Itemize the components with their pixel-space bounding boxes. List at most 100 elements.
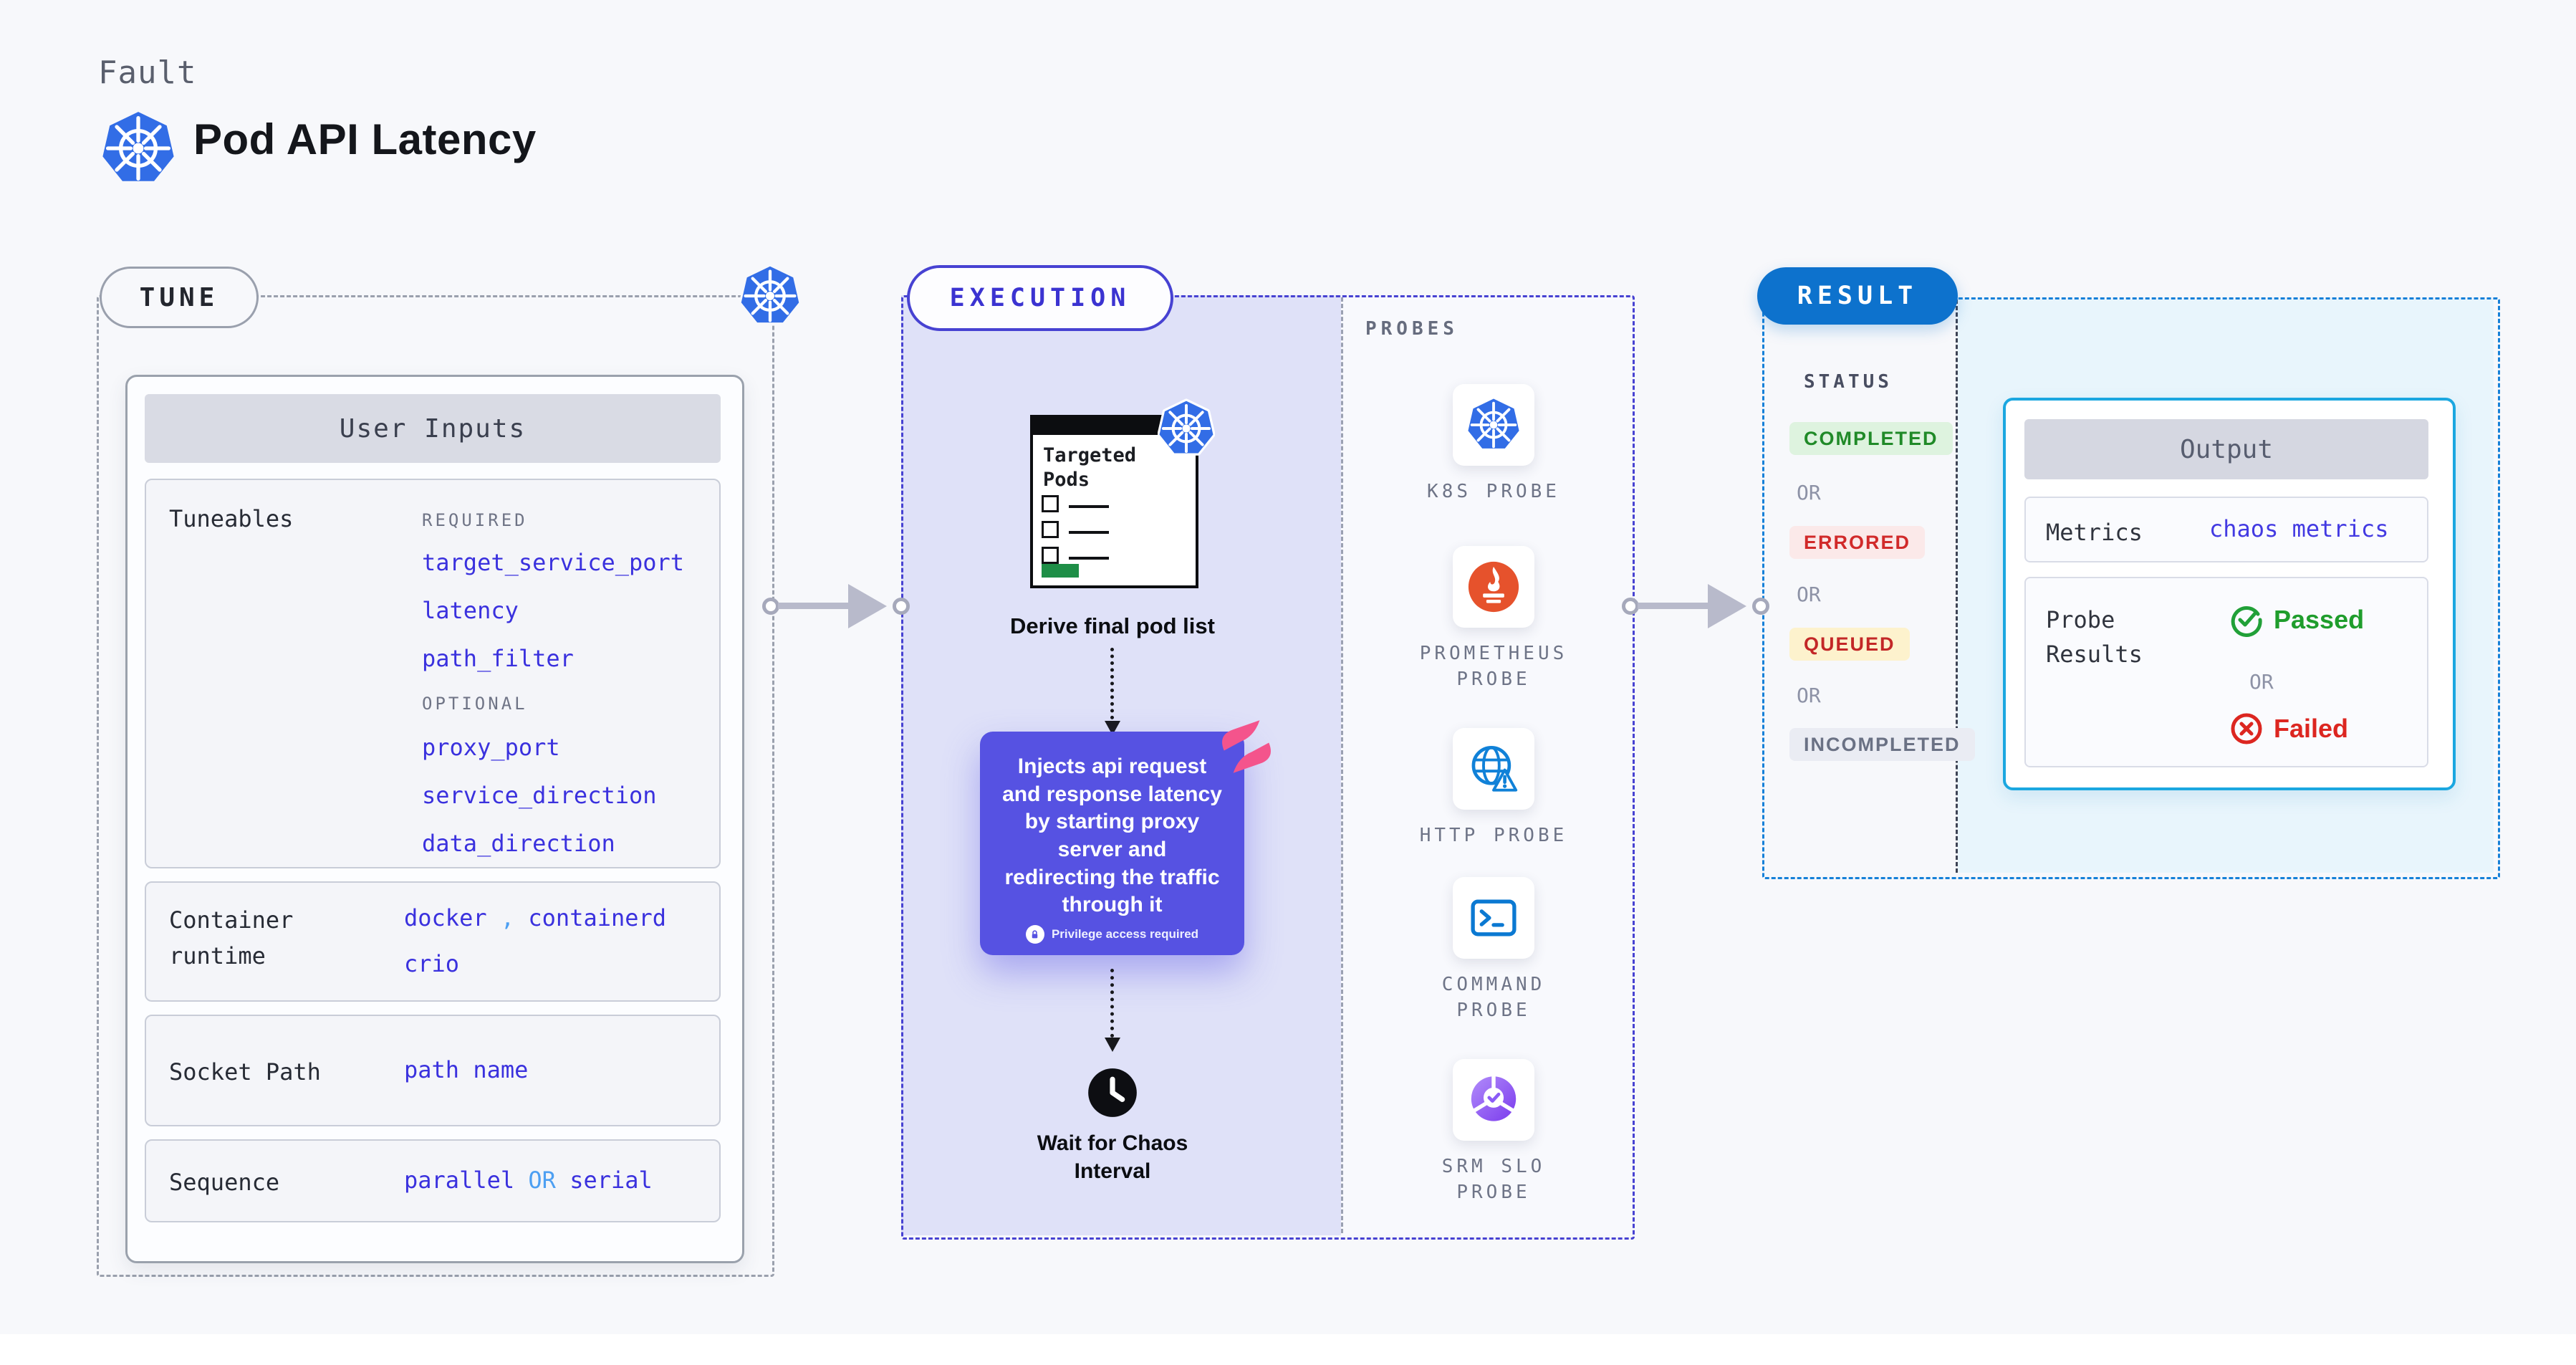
execution-section-label: EXECUTION — [907, 265, 1173, 331]
sequence-or: OR — [528, 1167, 556, 1194]
probes-title: PROBES — [1365, 318, 1458, 340]
passed-result: Passed — [2229, 603, 2364, 637]
wait-chaos-interval-label: Wait for Chaos Interval — [1037, 1131, 1188, 1183]
checkbox-icon — [1042, 547, 1059, 564]
inject-latency-box: Injects api request and response latency… — [980, 732, 1244, 955]
probe-label-srm-slo: SRM SLO PROBE — [1441, 1156, 1546, 1204]
progress-bar — [1042, 564, 1079, 578]
list-line — [1069, 505, 1109, 508]
runtime-docker: docker — [404, 904, 487, 931]
tune-section-label: TUNE — [100, 267, 259, 328]
slo-donut-icon — [1471, 1075, 1517, 1121]
tuneables-label: Tuneables — [169, 505, 294, 532]
checkbox-icon — [1042, 495, 1059, 512]
status-title: STATUS — [1804, 371, 1893, 393]
arrow-head — [1708, 584, 1746, 628]
execution-to-result-arrow — [1622, 584, 1769, 628]
or-label: OR — [1797, 583, 1821, 606]
tune-to-execution-arrow — [762, 584, 910, 628]
probe-card-k8s — [1453, 384, 1534, 466]
privilege-note-text: Privilege access required — [1051, 927, 1199, 941]
checkbox-row — [1042, 521, 1109, 541]
connector-dot — [893, 598, 910, 615]
tuneables-row: Tuneables REQUIRED target_service_port l… — [145, 479, 721, 868]
user-inputs-card: User Inputs Tuneables REQUIRED target_se… — [125, 375, 744, 1263]
connector-dot — [1752, 598, 1769, 615]
metrics-label: Metrics — [2046, 519, 2143, 546]
optional-label: OPTIONAL — [422, 694, 528, 714]
kubernetes-icon — [1468, 398, 1519, 449]
socket-path-label: Socket Path — [169, 1058, 321, 1086]
http-globe-icon — [1471, 746, 1518, 792]
result-section-label: RESULT — [1757, 267, 1958, 325]
result-divider — [1956, 300, 1958, 873]
probe-card-prometheus — [1453, 546, 1534, 628]
passed-label: Passed — [2274, 605, 2365, 634]
probe-card-srm-slo — [1453, 1059, 1534, 1141]
tuneable-optional-0: proxy_port — [422, 734, 560, 761]
status-badge-incompleted: INCOMPLETED — [1789, 728, 1975, 761]
arrow-line — [778, 603, 848, 609]
container-runtime-values: docker , containerd — [404, 904, 666, 931]
sequence-values: parallel OR serial — [404, 1167, 653, 1194]
tuneable-optional-2: data_direction — [422, 830, 615, 857]
status-badge-errored: ERRORED — [1789, 526, 1926, 559]
checkbox-row — [1042, 547, 1109, 567]
probe-label-k8s: K8S PROBE — [1427, 481, 1560, 502]
failed-label: Failed — [2274, 714, 2349, 743]
user-inputs-header: User Inputs — [145, 394, 721, 463]
lock-icon — [1025, 925, 1044, 944]
page-footer-strip — [0, 1334, 2576, 1365]
kubernetes-icon — [102, 112, 174, 181]
arrow-line — [1638, 603, 1708, 609]
runtime-crio: crio — [404, 950, 460, 977]
probes-divider — [1341, 297, 1343, 1233]
sequence-row: Sequence parallel OR serial — [145, 1139, 721, 1222]
clock-icon — [1088, 1068, 1137, 1117]
flow-connector — [1110, 648, 1114, 719]
connector-dot — [762, 598, 779, 615]
status-badge-queued: QUEUED — [1789, 628, 1910, 661]
runtime-separator: , — [500, 904, 515, 931]
result-section-box — [1762, 297, 2500, 879]
sequence-label: Sequence — [169, 1169, 280, 1196]
check-circle-icon — [2231, 606, 2262, 637]
metrics-value: chaos metrics — [2209, 515, 2389, 542]
sequence-serial: serial — [569, 1167, 653, 1194]
probe-results-row: Probe Results Passed OR Failed — [2024, 577, 2428, 767]
targeted-pods-title: Targeted Pods — [1043, 444, 1137, 491]
runtime-containerd: containerd — [528, 904, 667, 931]
output-header: Output — [2024, 419, 2428, 479]
tuneable-optional-1: service_direction — [422, 782, 657, 809]
probe-card-http — [1453, 728, 1534, 810]
container-runtime-label: Container runtime — [169, 906, 294, 969]
checkbox-icon — [1042, 521, 1059, 538]
kubernetes-icon — [739, 264, 801, 325]
probe-label-http: HTTP PROBE — [1419, 825, 1568, 846]
terminal-icon — [1471, 899, 1517, 937]
probe-card-command — [1453, 877, 1534, 959]
tune-section-box — [97, 295, 774, 1277]
tuneable-required-2: path_filter — [422, 645, 574, 672]
flow-connector — [1110, 969, 1114, 1038]
status-badge-completed: COMPLETED — [1789, 422, 1953, 455]
privilege-note: Privilege access required — [980, 925, 1244, 944]
connector-dot — [1622, 598, 1639, 615]
kubernetes-icon — [1158, 398, 1215, 456]
derive-pod-list-label: Derive final pod list — [1010, 613, 1215, 638]
page-title: Pod API Latency — [193, 115, 537, 163]
or-label: OR — [1797, 481, 1821, 504]
checkbox-row — [1042, 495, 1109, 515]
failed-result: Failed — [2229, 712, 2348, 746]
arrow-head — [848, 584, 887, 628]
tuneable-required-1: latency — [422, 597, 519, 624]
inject-latency-text: Injects api request and response latency… — [1002, 755, 1222, 917]
or-label: OR — [2249, 670, 2274, 694]
list-line — [1069, 557, 1109, 560]
list-line — [1069, 531, 1109, 534]
fault-eyebrow: Fault — [98, 54, 197, 91]
chaos-pinwheel-icon — [1222, 720, 1271, 773]
output-card: Output Metrics chaos metrics Probe Resul… — [2003, 398, 2456, 790]
sequence-parallel: parallel — [404, 1167, 515, 1194]
